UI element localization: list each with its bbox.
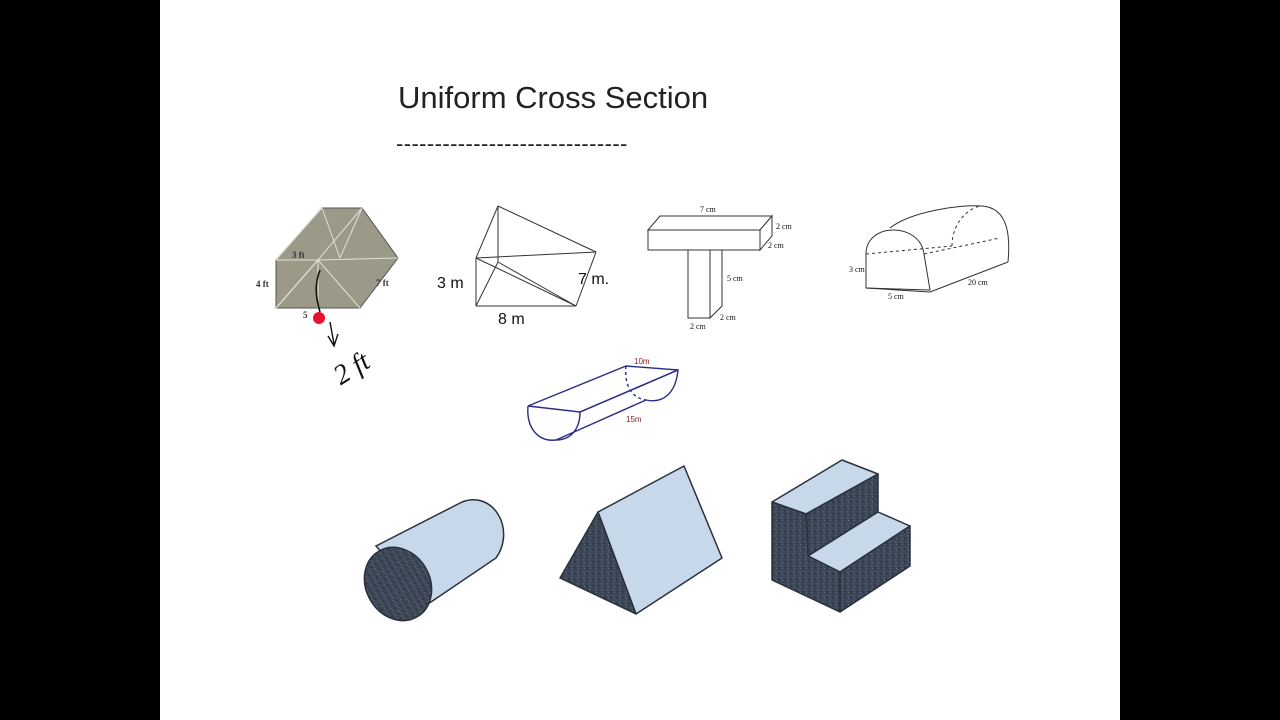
- t-label-stem-width: 2 cm: [690, 322, 707, 331]
- triangular-solid: [559, 465, 723, 615]
- pen-marker: [313, 312, 325, 324]
- wedge-prism-figure: [475, 205, 597, 307]
- t-label-top-length: 7 cm: [700, 205, 717, 214]
- triangular-prism-figure: 3 ft 4 ft 7 ft 5 2 ft: [256, 207, 399, 391]
- cylinder-solid: [363, 499, 505, 622]
- tunnel-label-height: 3 cm: [849, 265, 866, 274]
- wedge-label-side: 7 m.: [578, 271, 609, 288]
- wedge-label-height: 3 m: [437, 275, 464, 292]
- wedge-label-base: 8 m: [498, 311, 525, 328]
- t-label-top-depth: 2 cm: [776, 222, 793, 231]
- prism-label-top: 3 ft: [292, 250, 305, 260]
- trough-label-width: 15m: [626, 415, 642, 424]
- handwritten-annotation: 2 ft: [328, 345, 376, 391]
- prism-label-base: 5: [303, 310, 308, 320]
- tunnel-label-length: 20 cm: [968, 278, 989, 287]
- t-prism-figure: [646, 214, 774, 320]
- tunnel-prism-figure: [865, 205, 1010, 293]
- prism-label-right: 7 ft: [376, 278, 389, 288]
- t-label-top-thickness: 2 cm: [768, 241, 785, 250]
- step-solid: [771, 459, 911, 613]
- t-label-stem-depth: 2 cm: [720, 313, 737, 322]
- trough-label-length: 10m: [634, 357, 650, 366]
- slide-title: Uniform Cross Section: [398, 80, 709, 115]
- title-underline: ------------------------------: [396, 131, 628, 156]
- tunnel-label-width: 5 cm: [888, 292, 905, 301]
- prism-label-left: 4 ft: [256, 279, 269, 289]
- t-label-stem-height: 5 cm: [727, 274, 744, 283]
- trough-figure: [527, 365, 679, 441]
